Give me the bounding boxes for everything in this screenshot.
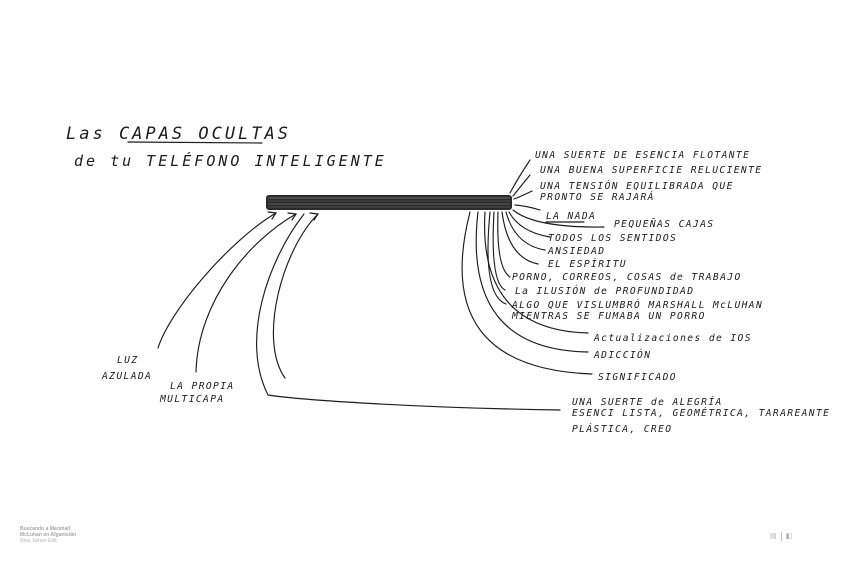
label-luz: LUZ: [117, 355, 139, 366]
footer-line-1: Buscando a Marshall: [20, 526, 71, 532]
label-porno-correos: PORNO, CORREOS, COSAS de TRABAJO: [512, 272, 742, 283]
label-tension-equilibrada: UNA TENSIÓN EQUILIBRADA QUE: [540, 179, 734, 192]
publisher-logo-icon: ◧: [785, 532, 793, 540]
label-todos-los-sentidos: TODOS LOS SENTIDOS: [548, 233, 677, 244]
label-pequenas-cajas: PEQUEÑAS CAJAS: [614, 217, 714, 230]
label-alegria-1: UNA SUERTE de ALEGRÍA: [572, 395, 723, 408]
label-esencia-flotante: UNA SUERTE DE ESENCIA FLOTANTE: [535, 150, 750, 161]
footer-line-2: McLuhan en Afganistán: [20, 532, 77, 538]
title-line-2: de tu TELÉFONO INTELIGENTE: [74, 151, 387, 170]
logo-separator: [780, 532, 782, 541]
label-ilusion-profundidad: La ILUSIÓN de PROFUNDIDAD: [515, 284, 694, 297]
label-el-espiritu: EL ESPÍRITU: [548, 257, 627, 270]
footer-logos: ▤ ◧: [770, 532, 792, 541]
label-significado: SIGNIFICADO: [598, 372, 677, 383]
title-underline: [127, 141, 263, 144]
label-multicapa: MULTICAPA: [159, 394, 225, 405]
label-mcluhan-2: MIENTRAS SE FUMABA UN PORRO: [511, 311, 706, 322]
title-line-1: Las CAPAS OCULTAS: [66, 124, 291, 144]
footer-credits: Buscando a Marshall McLuhan en Afganistá…: [20, 526, 76, 544]
label-alegria-2: ESENCI LISTA, GEOMÉTRICA, TARAREANTE: [572, 406, 830, 419]
label-plastica: PLÁSTICA, CREO: [572, 422, 672, 435]
footer-line-3: Nina Jalmer Edit: [20, 538, 57, 544]
left-arrows: [157, 211, 561, 411]
book-icon: ▤: [770, 532, 777, 540]
right-arrows: [461, 159, 605, 375]
label-superficie-reluciente: UNA BUENA SUPERFICIE RELUCIENTE: [540, 165, 762, 176]
label-azulada: AZULADA: [101, 371, 152, 382]
label-mcluhan-1: ALGO QUE VISLUMBRÓ MARSHALL McLUHAN: [511, 298, 763, 311]
label-ansiedad: ANSIEDAD: [547, 246, 605, 257]
label-pronto-se-rajara: PRONTO SE RAJARÁ: [540, 190, 655, 203]
label-la-nada: LA NADA: [546, 211, 596, 222]
label-actualizaciones: Actualizaciones de IOS: [593, 333, 752, 344]
label-adiccion: ADICCIÓN: [593, 348, 651, 361]
phone-side-view: [266, 195, 512, 210]
label-la-propia: LA PROPIA: [170, 381, 235, 392]
